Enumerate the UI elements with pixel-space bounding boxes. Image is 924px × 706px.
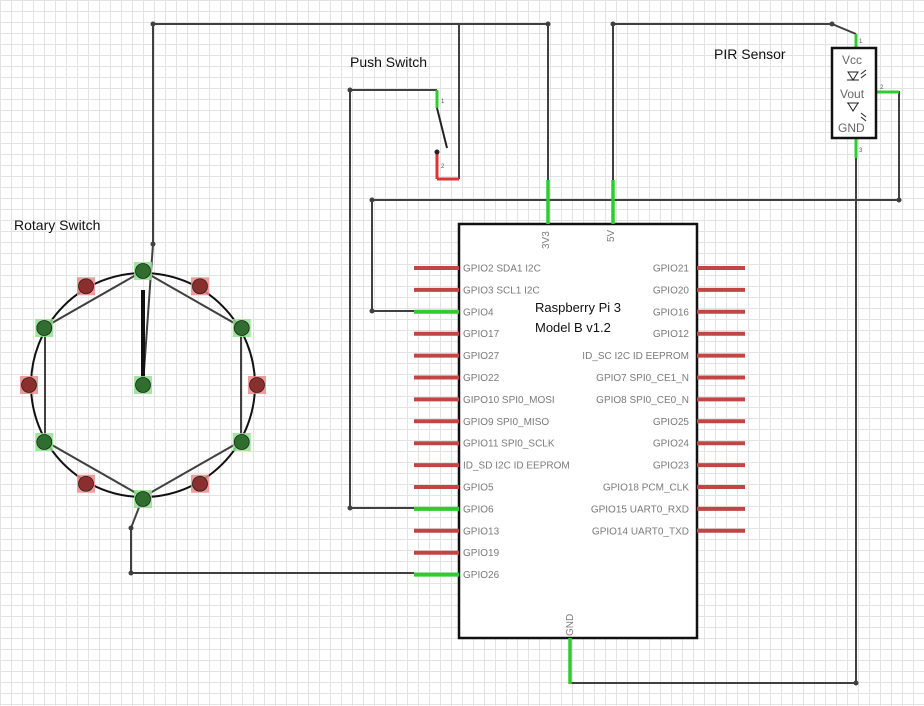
pin-label-5v: 5V — [606, 229, 617, 242]
junction — [128, 525, 134, 531]
right-pin-label: GPIO15 UART0_RXD — [591, 504, 689, 515]
left-pin-label: GPIO19 — [463, 548, 500, 559]
left-pin-label: ID_SD I2C ID EEPROM — [463, 461, 570, 472]
pir-pin-number-2: 2 — [880, 85, 884, 91]
left-pin-label: GPIO17 — [463, 329, 500, 340]
left-pin-header: GPIO2 SDA1 I2C GPIO3 SCL1 I2C GPIO4GPIO17G… — [414, 264, 570, 581]
junction — [128, 570, 134, 576]
contact-left[interactable] — [20, 376, 38, 394]
pir-label-vout: Vout — [840, 87, 865, 101]
left-pin-label: GPIO27 — [463, 351, 500, 362]
contact-bottom-left[interactable] — [77, 474, 95, 493]
pir-detector-icon — [847, 102, 867, 122]
board-name-line2: Model B v1.2 — [535, 320, 611, 335]
contact-top[interactable] — [134, 262, 152, 280]
junction — [545, 21, 551, 27]
push-switch-pin-number-2: 2 — [441, 164, 445, 170]
left-pin-label: GPIO11 SPI0_SCLK — [463, 439, 555, 450]
contact-bottom[interactable] — [134, 490, 152, 508]
pir-label-gnd: GND — [838, 121, 865, 135]
left-pin-label: GPIO3 SCL1 I2C — [463, 285, 540, 296]
junction — [369, 308, 375, 314]
board-outline — [457, 222, 699, 640]
push-switch-pin-number-1: 1 — [441, 99, 445, 105]
junction — [347, 87, 353, 93]
left-pin-label: GPIO2 SDA1 I2C — [463, 264, 541, 275]
right-pin-label: GPIO24 — [653, 439, 690, 450]
pir-pin-number-3: 3 — [859, 148, 863, 154]
push-switch-contact — [434, 149, 440, 155]
right-pin-label: GPIO12 — [653, 329, 690, 340]
junction — [150, 241, 156, 247]
rotary-switch[interactable]: Rotary Switch — [14, 217, 266, 508]
contact-top-left[interactable] — [77, 277, 95, 296]
wire-5v-to-pir-vcc[interactable] — [612, 23, 857, 180]
contact-upper-left[interactable] — [35, 319, 54, 337]
left-pin-label: GPIO6 — [463, 504, 494, 515]
left-pin-label: GPIO13 — [463, 526, 500, 537]
junction — [829, 21, 835, 27]
right-pin-label: GPIO21 — [653, 264, 690, 275]
left-pin-label: GIPO10 SPI0_MOSI — [463, 395, 555, 406]
right-pin-label: GPIO25 — [653, 417, 690, 428]
contact-upper-right[interactable] — [232, 319, 251, 337]
right-pin-label: GPIO23 — [653, 461, 690, 472]
board-name-line1: Raspberry Pi 3 — [535, 300, 621, 315]
contact-lower-left[interactable] — [35, 433, 54, 451]
rotary-contacts — [20, 262, 266, 508]
junction — [150, 21, 156, 27]
junction — [369, 197, 375, 203]
wire-push-switch-to-gpio6[interactable] — [349, 89, 437, 509]
pir-sensor[interactable]: PIR Sensor Vcc Vout GND 1 2 3 — [714, 34, 899, 158]
junction — [610, 21, 616, 27]
left-pin-label: GPIO22 — [463, 373, 500, 384]
contact-bottom-right[interactable] — [191, 474, 209, 493]
pir-pin-number-1: 1 — [859, 39, 863, 45]
right-pin-label: GPIO16 — [653, 307, 690, 318]
contact-lower-right[interactable] — [232, 433, 251, 451]
pin-label-gnd: GND — [565, 614, 576, 636]
junction — [853, 680, 859, 686]
push-switch[interactable]: Push Switch 1 2 — [350, 54, 459, 181]
right-pin-label: ID_SC I2C ID EEPROM — [582, 351, 689, 362]
right-pin-label: GPIO20 — [653, 285, 690, 296]
right-pin-label: GPIO14 UART0_TXD — [592, 526, 689, 537]
pin-label-3v3: 3V3 — [541, 231, 552, 249]
push-switch-lever — [436, 107, 448, 149]
left-pin-label: GPIO9 SPI0_MISO — [463, 417, 549, 428]
contact-center[interactable] — [134, 376, 152, 394]
left-pin-label: GPIO5 — [463, 483, 494, 494]
wire-rotary-to-gpio26[interactable] — [130, 496, 414, 574]
junction — [896, 197, 902, 203]
contact-right[interactable] — [248, 376, 266, 394]
left-pin-label: GPIO26 — [463, 570, 500, 581]
right-pin-label: GPIO8 SPI0_CE0_N — [596, 395, 689, 406]
pir-label-vcc: Vcc — [842, 53, 862, 67]
right-pin-label: GPIO18 PCM_CLK — [603, 483, 689, 494]
pir-emitter-icon — [847, 69, 867, 81]
right-pin-label: GPIO7 SPI0_CE1_N — [596, 373, 689, 384]
junction — [347, 505, 353, 511]
push-switch-title: Push Switch — [350, 54, 427, 70]
left-pin-label: GPIO4 — [463, 307, 494, 318]
rotary-switch-title: Rotary Switch — [14, 217, 100, 233]
contact-top-right[interactable] — [191, 277, 209, 296]
pir-sensor-title: PIR Sensor — [714, 46, 786, 62]
pir-body — [830, 46, 878, 140]
